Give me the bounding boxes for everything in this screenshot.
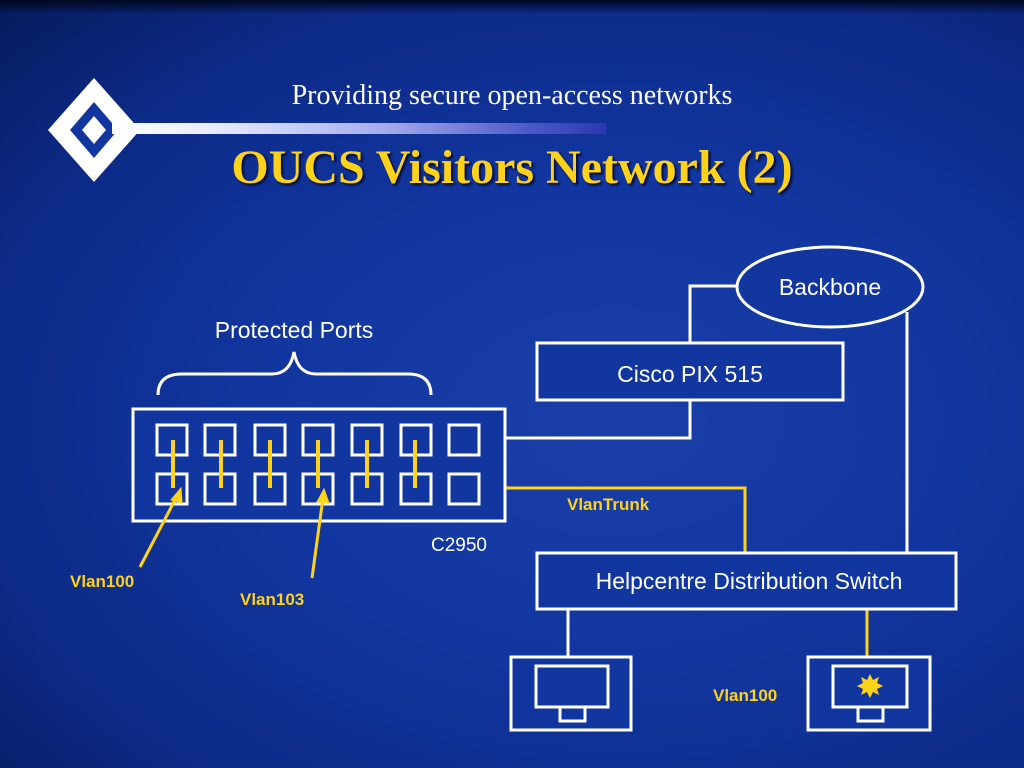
firewall-node: [535, 341, 845, 402]
protected-ports-brace: [156, 351, 433, 396]
vlan100-arrowhead-icon: [170, 486, 183, 504]
monitor-stand-icon: [558, 705, 587, 723]
vlan-arrows: [138, 486, 330, 579]
vlan-pc-label: Vlan100: [713, 686, 777, 705]
network-links: [505, 284, 909, 657]
port: [447, 472, 481, 506]
pc-left-frame: [509, 655, 633, 732]
vlan100-arrow-shaft: [138, 495, 179, 568]
link-backbone-firewall: [688, 284, 740, 343]
protected-port-markers: [171, 440, 417, 488]
vlan103-label: Vlan103: [240, 590, 304, 609]
protected-ports-label: Protected Ports: [215, 317, 374, 343]
pc-right: [806, 655, 932, 732]
access-switch-label: C2950: [431, 535, 487, 556]
monitor-stand-icon: [856, 705, 885, 723]
vlan103-arrow-shaft: [310, 497, 325, 579]
slide-title: OUCS Visitors Network (2): [231, 141, 793, 194]
distribution-switch-node: [535, 551, 958, 611]
distribution-switch-label: Helpcentre Distribution Switch: [596, 568, 903, 594]
vlan-links: [483, 486, 869, 657]
backbone-node: [735, 245, 925, 329]
starburst-icon: [857, 674, 883, 698]
title-rule: [112, 123, 606, 134]
port: [447, 423, 481, 457]
diamond-logo-icon: [48, 78, 140, 182]
backbone-label: Backbone: [779, 274, 881, 300]
access-switch-node: [131, 407, 507, 523]
firewall-label: Cisco PIX 515: [617, 361, 763, 387]
vlan103-arrowhead-icon: [316, 487, 330, 504]
pc-left: [509, 655, 633, 732]
vlan-trunk-line: [483, 486, 747, 553]
top-band: [0, 0, 1024, 14]
slide-subtitle: Providing secure open-access networks: [291, 80, 733, 111]
link-firewall-switch: [505, 400, 692, 440]
vlan-trunk-label: VlanTrunk: [567, 495, 650, 514]
vlan100-label: Vlan100: [70, 572, 134, 591]
